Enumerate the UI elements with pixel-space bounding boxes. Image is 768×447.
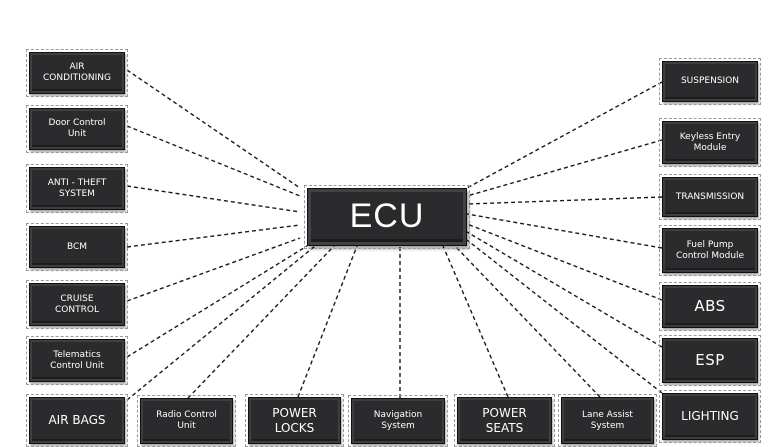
connector-transmission <box>466 196 663 205</box>
module-lane-assist-system: Lane Assist System <box>558 394 657 447</box>
connector-power-locks <box>297 245 358 398</box>
module-air-conditioning: AIR CONDITIONING <box>26 49 128 97</box>
connector-air-conditioning <box>126 69 301 189</box>
connector-anti-theft-system <box>126 185 301 213</box>
connector-telematics-control-unit <box>126 245 308 358</box>
module-esp: ESP <box>659 335 761 386</box>
module-label: SUSPENSION <box>680 76 740 87</box>
connector-radio-control-unit <box>187 245 335 399</box>
connector-air-bags <box>126 245 316 401</box>
connector-keyless-entry-module <box>466 139 663 197</box>
module-label: CRUISE CONTROL <box>55 293 99 315</box>
module-telematics-control-unit: Telematics Control Unit <box>26 336 128 385</box>
connector-suspension <box>466 81 663 189</box>
module-suspension: SUSPENSION <box>659 58 761 105</box>
ecu-hub-label: ECU <box>349 197 425 236</box>
module-label: Door Control Unit <box>48 118 106 139</box>
connector-lane-assist-system <box>454 245 601 398</box>
module-abs: ABS <box>659 282 761 331</box>
module-label: ESP <box>695 351 725 370</box>
module-label: ANTI - THEFT SYSTEM <box>47 177 107 199</box>
module-label: AIR CONDITIONING <box>42 62 111 83</box>
connector-fuel-pump-control-module <box>466 213 663 249</box>
module-label: POWER SEATS <box>482 405 527 435</box>
module-label: Fuel Pump Control Module <box>675 239 745 261</box>
module-keyless-entry-module: Keyless Entry Module <box>659 118 761 167</box>
connector-esp <box>466 231 663 348</box>
connector-power-seats <box>442 245 509 398</box>
module-label: BCM <box>66 241 88 252</box>
module-navigation-system: Navigation System <box>348 395 448 447</box>
module-label: Telematics Control Unit <box>50 349 104 371</box>
module-power-seats: POWER SEATS <box>454 394 555 447</box>
connector-door-control-unit <box>126 125 301 197</box>
module-label: Radio Control Unit <box>156 410 217 431</box>
module-power-locks: POWER LOCKS <box>245 394 344 447</box>
module-label: POWER LOCKS <box>272 405 317 435</box>
module-label: Navigation System <box>373 410 423 431</box>
connector-lighting <box>466 239 663 394</box>
module-label: LIGHTING <box>681 409 739 424</box>
ecu-hub: ECU <box>304 185 470 249</box>
module-label: AIR BAGS <box>48 413 106 428</box>
module-lighting: LIGHTING <box>659 390 761 443</box>
module-door-control-unit: Door Control Unit <box>26 105 128 153</box>
module-label: TRANSMISSION <box>675 191 745 202</box>
module-anti-theft-system: ANTI - THEFT SYSTEM <box>26 164 128 213</box>
connector-bcm <box>126 224 301 248</box>
module-air-bags: AIR BAGS <box>26 394 128 447</box>
module-label: Lane Assist System <box>582 409 633 431</box>
module-cruise-control: CRUISE CONTROL <box>26 280 128 329</box>
module-radio-control-unit: Radio Control Unit <box>137 395 236 447</box>
module-fuel-pump-control-module: Fuel Pump Control Module <box>659 225 761 276</box>
module-bcm: BCM <box>26 223 128 271</box>
module-transmission: TRANSMISSION <box>659 174 761 220</box>
connector-cruise-control <box>126 237 301 302</box>
module-label: Keyless Entry Module <box>679 131 741 153</box>
module-label: ABS <box>694 297 726 316</box>
